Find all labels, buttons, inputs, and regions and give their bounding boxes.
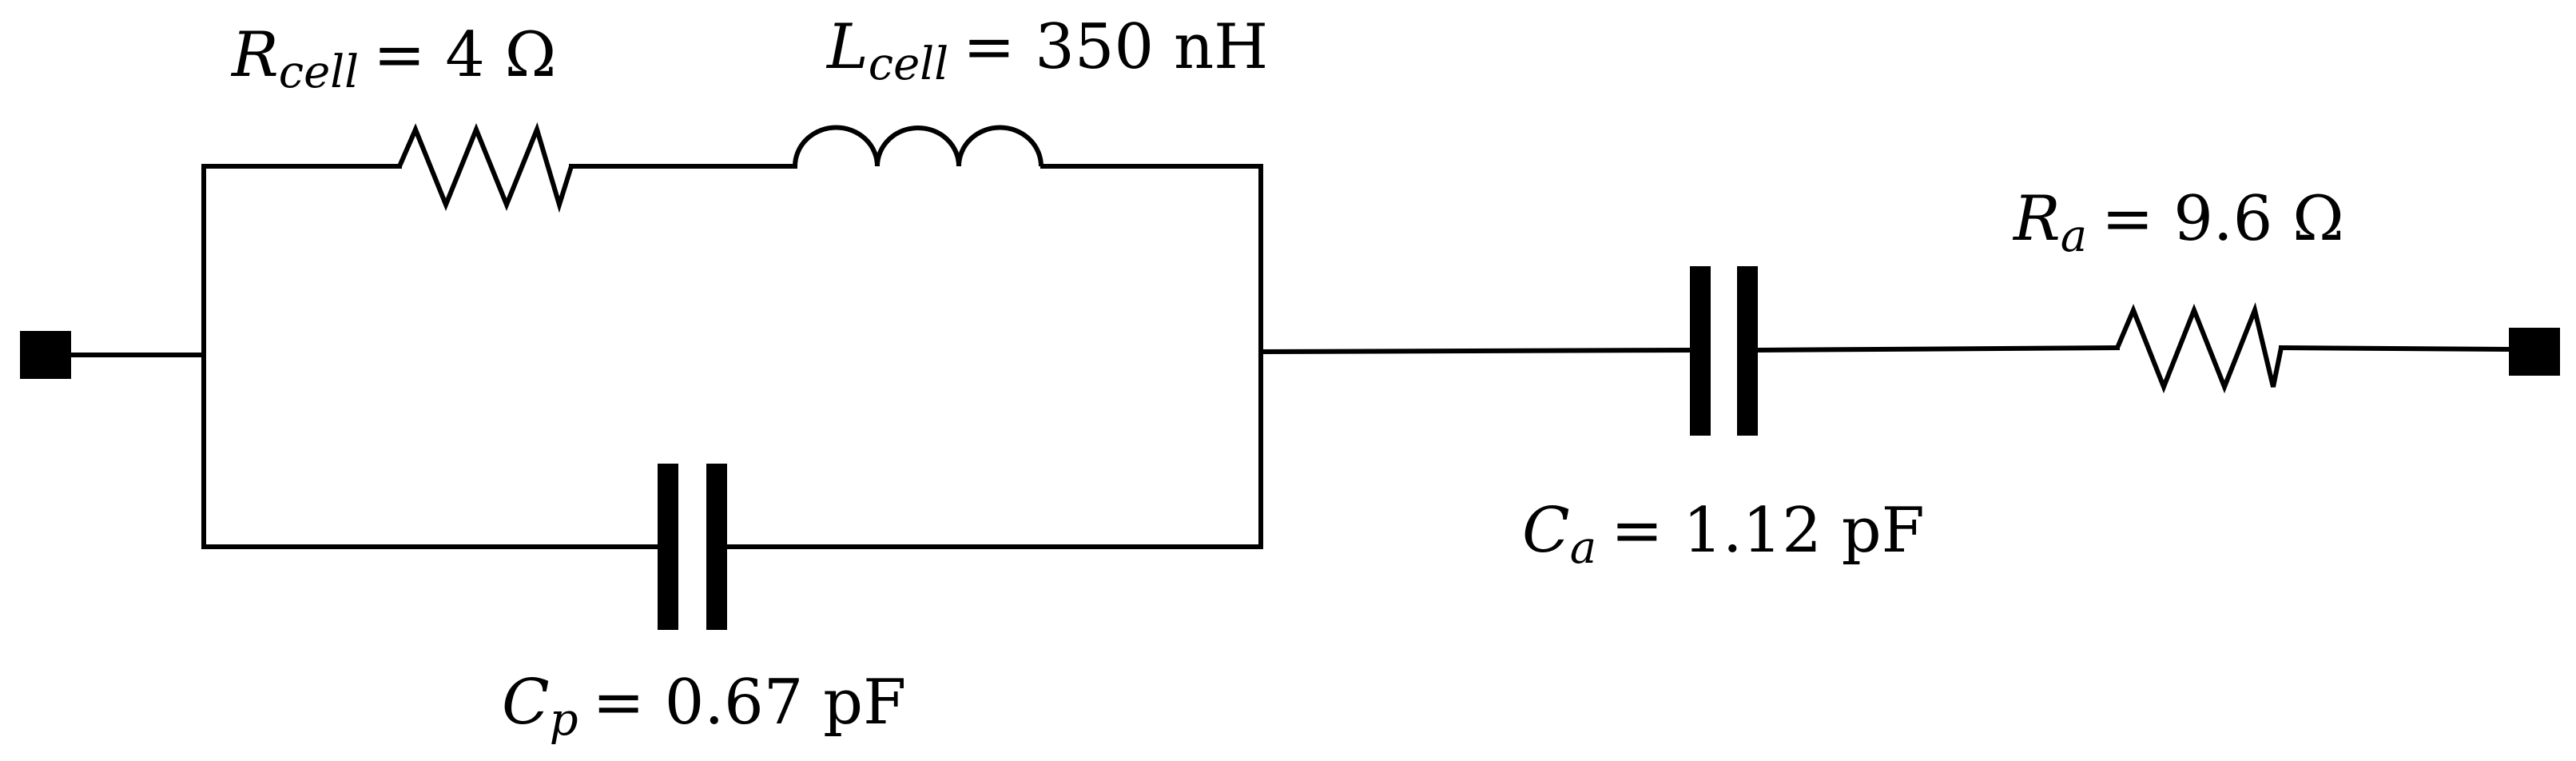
l-cell-subscript: cell: [869, 38, 948, 90]
l-cell-label: Lcell = 350 nH: [825, 11, 1268, 90]
series-wire-3: [2278, 345, 2512, 353]
c-a-capacitor-plate-left: [1690, 266, 1711, 436]
series-wire-2: [1755, 345, 2121, 353]
l-cell-value: = 350 nH: [963, 11, 1268, 83]
c-p-capacitor-plate-right: [706, 464, 727, 630]
input-terminal: [20, 331, 71, 379]
output-terminal: [2509, 328, 2560, 376]
c-p-label: Cp = 0.67 pF: [502, 667, 906, 746]
c-p-symbol: C: [502, 667, 550, 739]
l-cell-inductor: [793, 125, 1044, 167]
c-p-subscript: p: [550, 694, 578, 746]
c-a-label: Ca = 1.12 pF: [1522, 495, 1925, 574]
r-cell-subscript: cell: [279, 46, 359, 98]
r-a-label: Ra = 9.6 Ω: [2012, 183, 2344, 262]
c-a-symbol: C: [1522, 495, 1570, 567]
r-a-subscript: a: [2061, 210, 2087, 262]
c-a-value: = 1.12 pF: [1611, 495, 1925, 567]
r-a-value: = 9.6 Ω: [2101, 183, 2344, 255]
r-a-resistor: [2115, 302, 2284, 394]
series-wire-1: [1258, 347, 1693, 355]
c-p-capacitor-plate-left: [658, 464, 678, 630]
r-cell-symbol: R: [230, 19, 279, 91]
r-cell-resistor: [397, 122, 574, 213]
r-cell-value: = 4 Ω: [373, 19, 556, 91]
r-cell-label: Rcell = 4 Ω: [230, 19, 556, 98]
r-a-symbol: R: [2012, 183, 2061, 255]
c-p-value: = 0.67 pF: [593, 667, 907, 739]
l-cell-symbol: L: [825, 11, 869, 83]
c-a-subscript: a: [1570, 522, 1596, 574]
c-a-capacitor-plate-right: [1737, 266, 1758, 436]
